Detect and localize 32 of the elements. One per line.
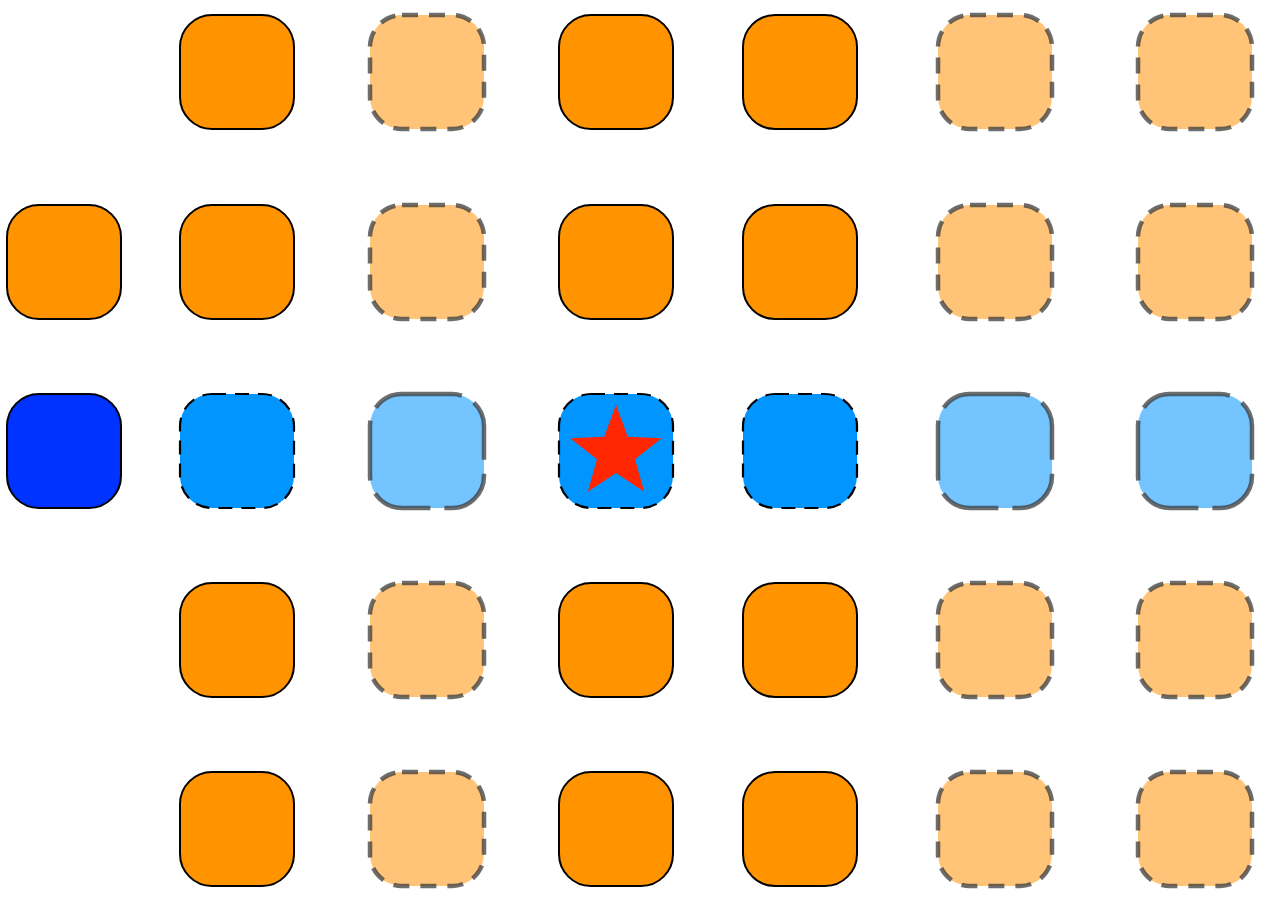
rounded-square (369, 582, 485, 698)
rounded-square (369, 204, 485, 320)
rounded-square (179, 204, 295, 320)
rounded-square (937, 393, 1053, 509)
rounded-square (179, 582, 295, 698)
rounded-square (1137, 771, 1253, 887)
rounded-square (1137, 582, 1253, 698)
rounded-square (742, 582, 858, 698)
rounded-square (1137, 14, 1253, 130)
rounded-square (369, 771, 485, 887)
rounded-square (179, 771, 295, 887)
rounded-square (742, 204, 858, 320)
rounded-square (937, 582, 1053, 698)
rounded-square (369, 14, 485, 130)
rounded-square (558, 771, 674, 887)
rounded-square (742, 14, 858, 130)
rounded-square (937, 14, 1053, 130)
rounded-square (742, 771, 858, 887)
rounded-square (558, 204, 674, 320)
rounded-square (937, 204, 1053, 320)
rounded-square (1137, 393, 1253, 509)
rounded-square (6, 204, 122, 320)
rounded-square (742, 393, 858, 509)
rounded-square (558, 14, 674, 130)
rounded-square (179, 14, 295, 130)
rounded-square (937, 771, 1053, 887)
rounded-square (6, 393, 122, 509)
rounded-square (558, 582, 674, 698)
rounded-square (179, 393, 295, 509)
rounded-square (369, 393, 485, 509)
rounded-square (558, 393, 674, 509)
rounded-square (1137, 204, 1253, 320)
